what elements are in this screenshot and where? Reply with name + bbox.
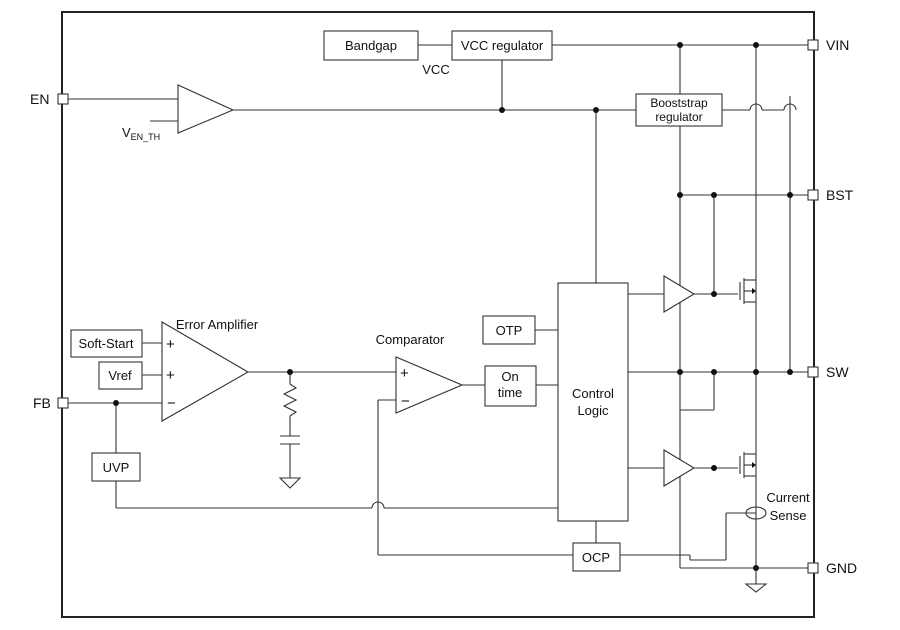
ocp-block	[572, 542, 621, 572]
otp-block	[482, 315, 536, 345]
vin-pin	[807, 39, 819, 51]
gnd-pin	[807, 562, 819, 574]
on-time-label-1: On	[501, 369, 518, 384]
low-side-driver	[663, 449, 696, 487]
vcc-regulator-label: VCC regulator	[461, 38, 544, 53]
comparator-label: Comparator	[376, 332, 445, 347]
otp-label: OTP	[496, 323, 523, 338]
bootstrap-regulator-label-2: regulator	[655, 110, 702, 124]
current-sense-label-2: Sense	[770, 508, 807, 523]
enable-comparator	[177, 84, 235, 134]
vin-pin-label: VIN	[826, 37, 849, 53]
ocp-label: OCP	[582, 550, 610, 565]
en-pin	[57, 93, 69, 105]
control-logic-label-1: Control	[572, 386, 614, 401]
bandgap-label: Bandgap	[345, 38, 397, 53]
soft-start-label: Soft-Start	[79, 336, 134, 351]
error-amplifier	[161, 321, 250, 422]
control-logic-block	[557, 282, 629, 522]
bootstrap-regulator-block	[635, 93, 723, 127]
ven-th-label: VEN_TH	[122, 125, 160, 142]
bst-pin	[807, 189, 819, 201]
pwm-comparator	[395, 356, 464, 414]
sw-pin-label: SW	[826, 364, 849, 380]
ea-plus-2: +	[166, 367, 175, 384]
ea-plus-1: +	[166, 336, 175, 353]
junction-dots	[113, 42, 793, 571]
fb-pin	[57, 397, 69, 409]
vref-label: Vref	[108, 368, 132, 383]
vcc-regulator-block	[451, 30, 553, 61]
uvp-block	[91, 452, 141, 482]
en-pin-label: EN	[30, 91, 49, 107]
cmp-plus: +	[400, 365, 409, 382]
high-side-mosfet	[739, 278, 756, 304]
sw-pin	[807, 366, 819, 378]
current-sense-coil	[745, 506, 767, 520]
cmp-minus: −	[401, 393, 410, 410]
ea-minus: −	[167, 395, 176, 412]
on-time-label-2: time	[498, 385, 523, 400]
vref-block	[98, 361, 143, 390]
low-side-mosfet	[739, 452, 756, 478]
chip-outline	[61, 11, 815, 618]
high-side-driver	[663, 275, 696, 313]
bst-pin-label: BST	[826, 187, 854, 203]
wires	[68, 44, 808, 593]
control-logic-label-2: Logic	[577, 403, 609, 418]
current-sense-label-1: Current	[766, 490, 810, 505]
on-time-block	[484, 365, 537, 407]
uvp-label: UVP	[103, 460, 130, 475]
bandgap-block	[323, 30, 419, 61]
vcc-label: VCC	[422, 62, 449, 77]
error-amplifier-label: Error Amplifier	[176, 317, 259, 332]
soft-start-block	[70, 329, 143, 358]
gnd-pin-label: GND	[826, 560, 857, 576]
fb-pin-label: FB	[33, 395, 51, 411]
bootstrap-regulator-label-1: Booststrap	[650, 96, 708, 110]
